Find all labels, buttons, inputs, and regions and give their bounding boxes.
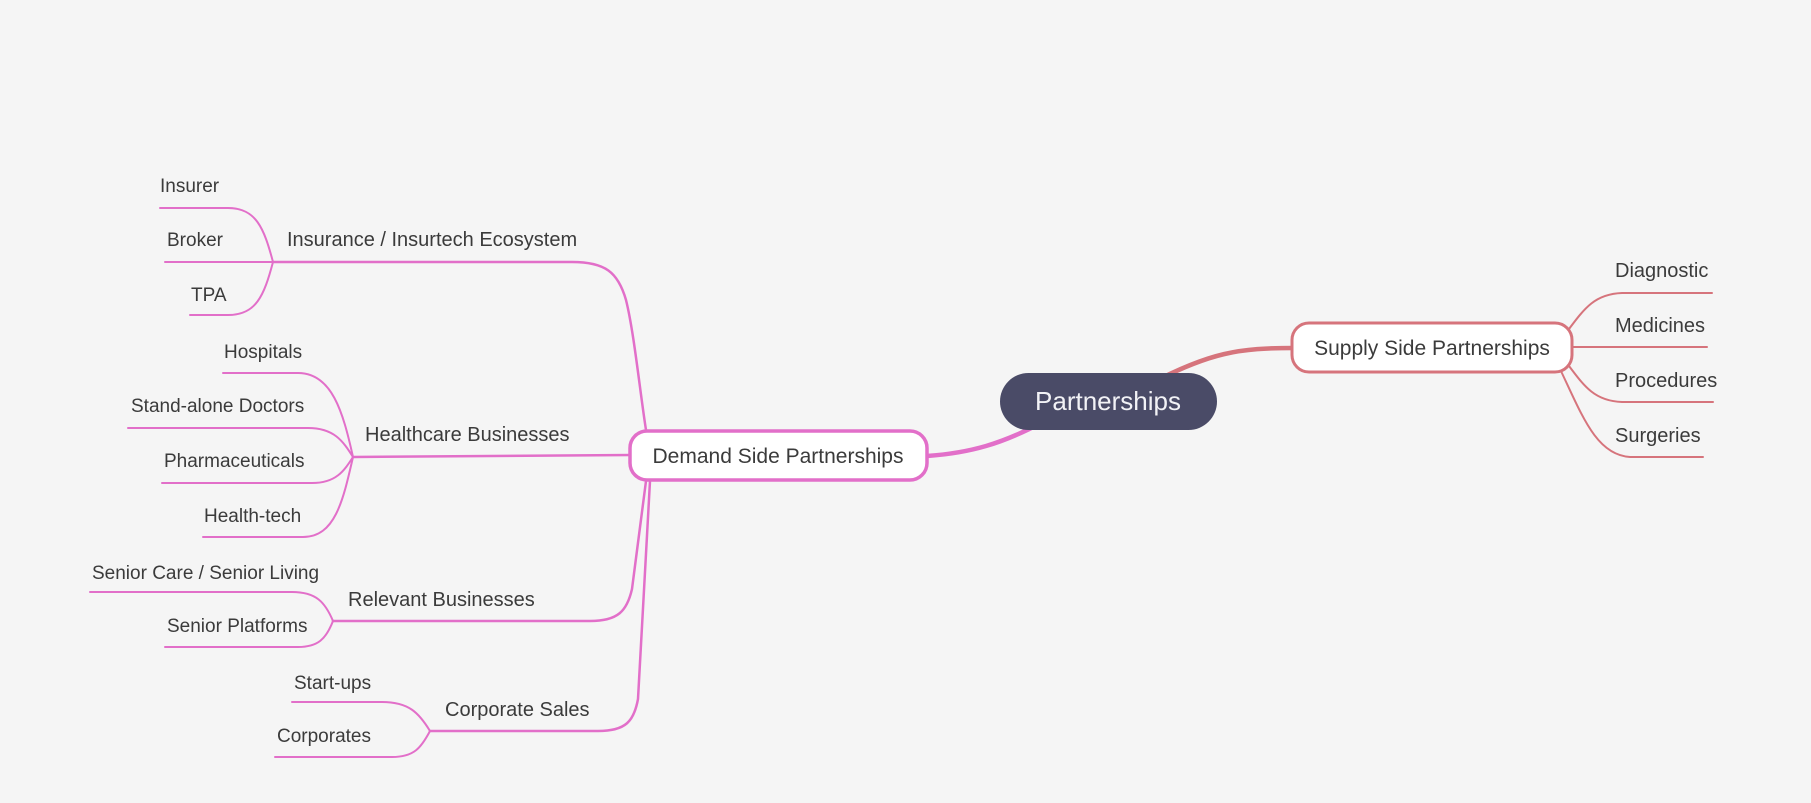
leaf-line-corporates xyxy=(274,730,431,758)
node-root-label[interactable]: Partnerships xyxy=(1035,386,1181,416)
leaf-line-pharmaceuticals xyxy=(161,456,354,484)
label-broker[interactable]: Broker xyxy=(167,230,224,251)
node-root-shape[interactable] xyxy=(1000,373,1217,430)
label-diagnostic[interactable]: Diagnostic xyxy=(1615,260,1708,282)
label-healthcare-businesses[interactable]: Healthcare Businesses xyxy=(365,424,570,446)
branch-line-relevant-businesses xyxy=(331,479,648,623)
node-demand-side-shape[interactable] xyxy=(628,429,929,482)
node-root-partnerships[interactable]: Partnerships xyxy=(1000,373,1217,430)
label-pharmaceuticals[interactable]: Pharmaceuticals xyxy=(164,451,304,472)
label-medicines[interactable]: Medicines xyxy=(1615,315,1705,337)
leaf-line-diagnostic xyxy=(1565,292,1713,334)
label-tpa[interactable]: TPA xyxy=(191,285,227,306)
label-health-tech[interactable]: Health-tech xyxy=(204,506,301,527)
node-supply-side-shape[interactable] xyxy=(1290,321,1574,374)
leaf-line-start-ups xyxy=(291,701,431,732)
node-supply-side-label[interactable]: Supply Side Partnerships xyxy=(1314,337,1550,360)
label-surgeries[interactable]: Surgeries xyxy=(1615,425,1701,447)
branch-line-healthcare-businesses xyxy=(351,453,634,459)
label-insurance-ecosystem[interactable]: Insurance / Insurtech Ecosystem xyxy=(287,229,577,251)
node-supply-side[interactable]: Supply Side Partnerships xyxy=(1290,321,1574,374)
leaf-line-stand-alone-doctors xyxy=(127,427,354,458)
leaf-line-procedures xyxy=(1565,361,1714,403)
branch-line-insurance-ecosystem xyxy=(271,260,648,432)
label-hospitals[interactable]: Hospitals xyxy=(224,342,302,363)
leaf-line-insurer xyxy=(159,207,274,263)
leaf-line-senior-platforms xyxy=(164,620,334,648)
label-stand-alone-doctors[interactable]: Stand-alone Doctors xyxy=(131,396,304,417)
leaf-line-senior-care xyxy=(89,591,334,622)
label-relevant-businesses[interactable]: Relevant Businesses xyxy=(348,589,535,611)
demand-connectors xyxy=(89,207,1048,758)
leaf-line-health-tech xyxy=(202,456,354,538)
label-start-ups[interactable]: Start-ups xyxy=(294,673,371,694)
label-corporate-sales[interactable]: Corporate Sales xyxy=(445,699,590,721)
node-demand-side-label[interactable]: Demand Side Partnerships xyxy=(653,445,904,468)
node-demand-side[interactable]: Demand Side Partnerships xyxy=(628,429,929,482)
leaf-line-tpa xyxy=(189,261,274,316)
leaf-line-hospitals xyxy=(222,372,354,458)
label-procedures[interactable]: Procedures xyxy=(1615,370,1717,392)
label-senior-platforms[interactable]: Senior Platforms xyxy=(167,616,307,637)
branch-line-corporate-sales xyxy=(428,479,652,733)
label-corporates[interactable]: Corporates xyxy=(277,726,371,747)
label-insurer[interactable]: Insurer xyxy=(160,176,220,197)
leaf-line-surgeries xyxy=(1559,368,1704,458)
label-senior-care[interactable]: Senior Care / Senior Living xyxy=(92,563,319,584)
